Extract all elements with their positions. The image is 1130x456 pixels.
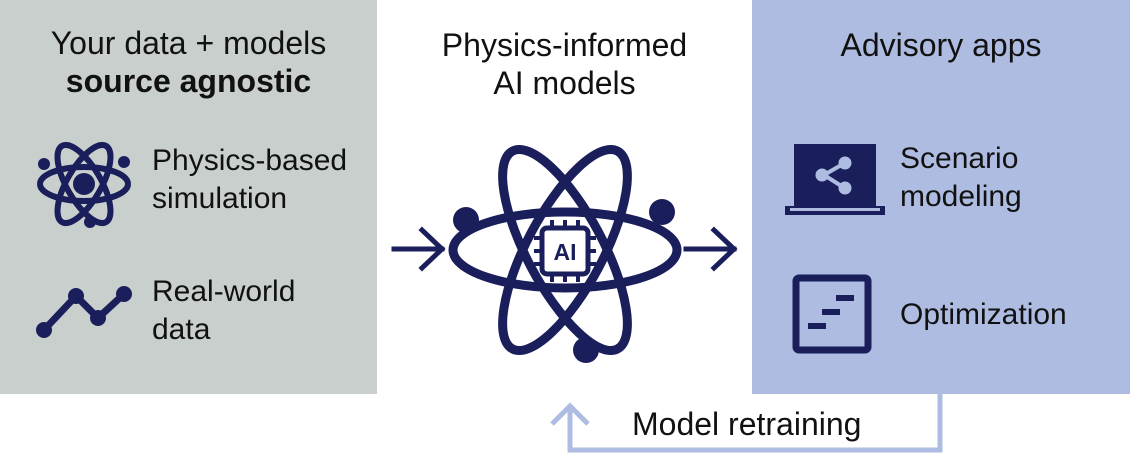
- gantt-chart-icon: [792, 274, 872, 354]
- center-heading: Physics-informed AI models: [377, 26, 752, 102]
- real-world-data-line1: Real-world: [152, 275, 296, 308]
- arrow-right-icon: [683, 226, 738, 272]
- share-icon: [815, 156, 852, 195]
- physics-simulation-line2: simulation: [152, 182, 288, 215]
- scenario-modeling-label: Scenario modeling: [900, 140, 1022, 216]
- real-world-data-label: Real-world data: [152, 273, 295, 349]
- optimization-label: Optimization: [900, 298, 1067, 331]
- physics-simulation-label: Physics-based simulation: [152, 142, 347, 218]
- laptop-share-icon: [785, 144, 885, 215]
- right-heading: Advisory apps: [840, 27, 1042, 63]
- scenario-modeling-line2: modeling: [900, 180, 1022, 213]
- center-heading-line1: Physics-informed: [441, 27, 688, 63]
- feedback-loop-line: [550, 394, 943, 453]
- atom-icon: [37, 141, 131, 228]
- line-chart-icon: [36, 286, 132, 338]
- scenario-modeling-line1: Scenario: [900, 142, 1019, 175]
- ai-chip-icon: AI: [534, 220, 596, 282]
- ai-atom-icon: AI: [448, 145, 682, 363]
- left-heading-line2: source agnostic: [65, 63, 312, 99]
- physics-simulation-line1: Physics-based: [152, 144, 348, 177]
- ai-chip-label: AI: [554, 239, 577, 265]
- left-heading-line1: Your data + models: [50, 25, 327, 61]
- arrow-right-icon: [391, 226, 446, 272]
- real-world-data-line2: data: [152, 313, 211, 346]
- center-heading-line2: AI models: [493, 65, 636, 101]
- left-heading: Your data + models source agnostic: [0, 24, 377, 100]
- model-retraining-label: Model retraining: [628, 405, 866, 443]
